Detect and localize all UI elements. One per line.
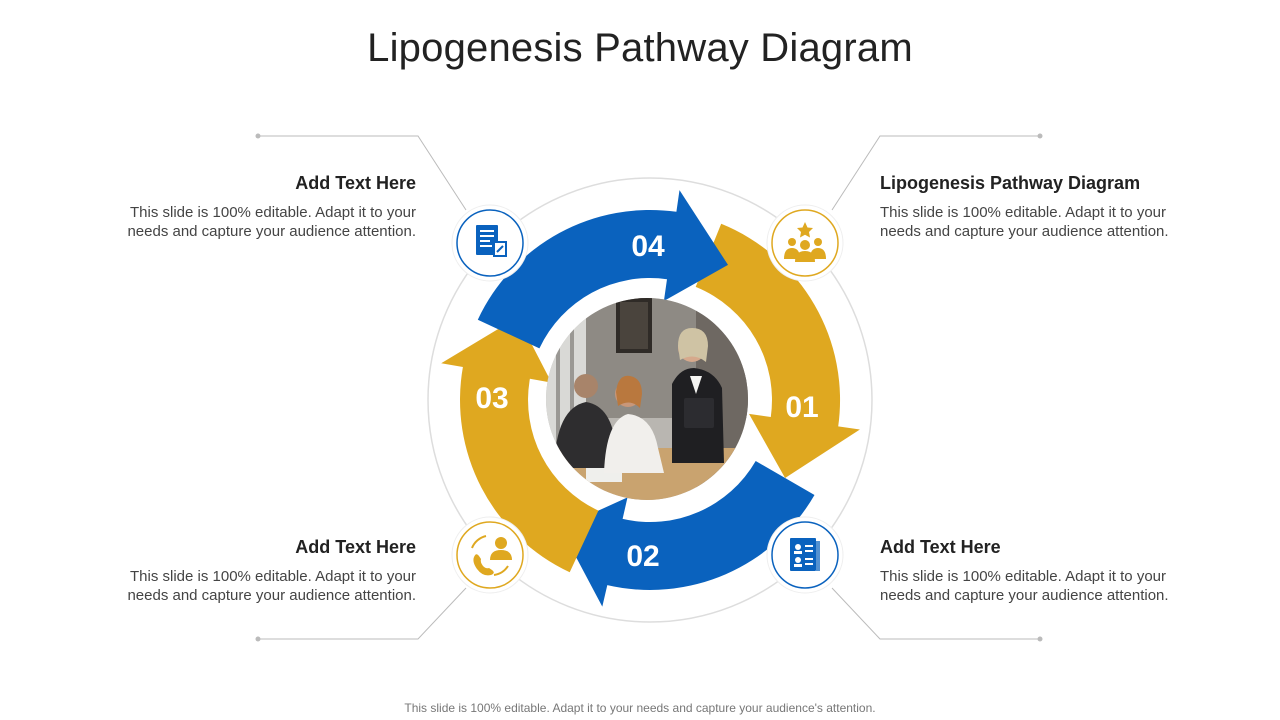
leader-dot <box>256 134 261 139</box>
leader-line-top-left <box>258 136 466 210</box>
leader-line-bottom-left <box>258 588 466 639</box>
leader-dot <box>256 637 261 642</box>
business-meeting-photo <box>546 298 748 500</box>
profile-list-icon <box>767 517 843 593</box>
step-number-04: 04 <box>631 230 665 263</box>
step-number-01: 01 <box>785 391 818 424</box>
step-number-03: 03 <box>475 382 508 415</box>
footer-note: This slide is 100% editable. Adapt it to… <box>0 701 1280 715</box>
document-icon <box>452 205 528 281</box>
customer-support-icon <box>452 517 528 593</box>
leader-line-top-right <box>832 136 1040 210</box>
team-star-icon <box>767 205 843 281</box>
step-number-02: 02 <box>626 540 659 573</box>
leader-dot <box>1038 134 1043 139</box>
leader-dot <box>1038 637 1043 642</box>
leader-line-bottom-right <box>832 588 1040 639</box>
